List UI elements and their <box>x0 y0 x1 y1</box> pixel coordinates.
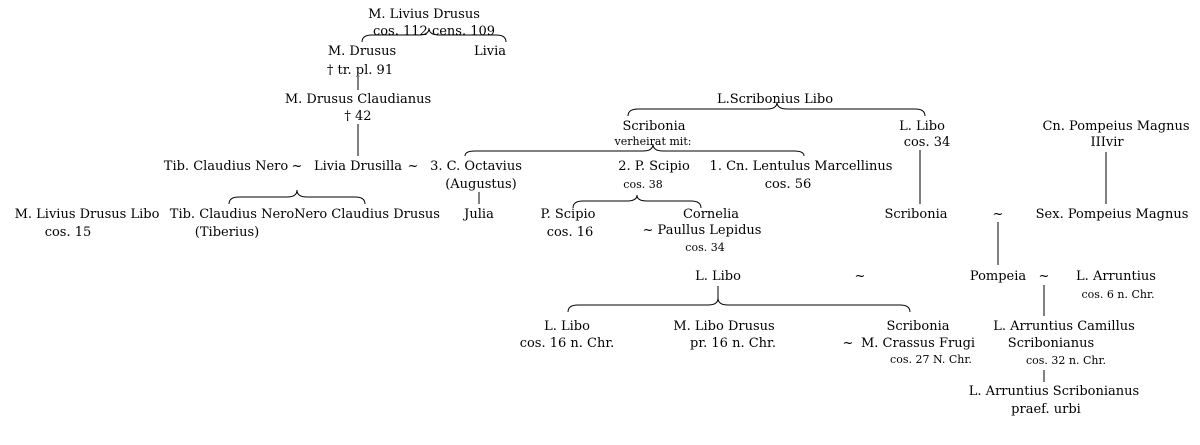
brace-scipio-children <box>572 194 702 209</box>
person-p-scipio-note: cos. 16 <box>547 225 594 240</box>
marriage-mark-libo-pompeia: ~ <box>855 269 866 284</box>
brace-livius-children <box>361 27 507 43</box>
person-julia-name: Julia <box>462 207 494 222</box>
person-scribonia-3-name: Scribonia <box>887 319 950 334</box>
person-scipio-husband-name: 2. P. Scipio <box>618 159 690 174</box>
person-arruntius-note: cos. 6 n. Chr. <box>1081 288 1154 301</box>
person-tiberius-name: Tib. Claudius Nero <box>170 207 295 222</box>
person-lentulus-note: cos. 56 <box>765 177 812 192</box>
connector-lines <box>228 27 1107 382</box>
person-camillus-note: cos. 32 n. Chr. <box>1026 354 1106 367</box>
person-scribonianus-name: L. Arruntius Scribonianus <box>969 384 1139 399</box>
person-m-drusus-note: † tr. pl. 91 <box>327 63 393 78</box>
brace-drusilla-children <box>228 189 366 205</box>
person-pompeia-name: Pompeia <box>970 269 1027 284</box>
person-l-libo-cos34-note: cos. 34 <box>904 135 951 150</box>
marriage-mark-scribonia-crassus: ~ <box>843 336 854 351</box>
person-pompeius-magnus-name: Cn. Pompeius Magnus <box>1042 119 1189 134</box>
person-drusus-libo-name: M. Livius Drusus Libo <box>15 207 160 222</box>
marriage-mark-drusilla-octavius: ~ <box>408 159 419 174</box>
person-cornelia-note: cos. 34 <box>685 241 724 254</box>
person-scribonia-2-name: Scribonia <box>885 207 948 222</box>
marriage-mark-nero-drusilla: ~ <box>292 159 303 174</box>
person-octavius-name: 3. C. Octavius <box>430 159 522 174</box>
brace-scribonia-husbands <box>464 143 805 157</box>
person-camillus-name-2: Scribonianus <box>1008 336 1094 351</box>
person-libo-drusus-name: M. Libo Drusus <box>673 319 774 334</box>
person-tib-nero-father-name: Tib. Claudius Nero <box>164 159 289 174</box>
person-livius-drusus-name: M. Livius Drusus <box>368 7 480 22</box>
marriage-mark-scribonia-sextus: ~ <box>993 207 1004 222</box>
person-cornelia-name: Cornelia <box>683 207 739 222</box>
person-scribonianus-note: praef. urbi <box>1011 402 1081 417</box>
person-pompeius-magnus-note: IIIvir <box>1090 135 1124 150</box>
person-livia-drusilla-name: Livia Drusilla <box>314 159 402 174</box>
person-arruntius-name: L. Arruntius <box>1076 269 1156 284</box>
person-drusus-libo-note: cos. 15 <box>45 225 92 240</box>
person-scribonius-libo-name: L.Scribonius Libo <box>717 92 833 107</box>
person-livius-drusus-note: cos. 112 cens. 109 <box>373 24 495 39</box>
person-l-libo-mid-name: L. Libo <box>695 269 741 284</box>
person-scribonia-note: verheirat mit: <box>614 135 692 148</box>
person-tiberius-note: (Tiberius) <box>195 225 259 240</box>
person-camillus-name: L. Arruntius Camillus <box>993 319 1135 334</box>
person-scipio-husband-note: cos. 38 <box>623 178 662 191</box>
person-cornelia-spouse: ~ Paullus Lepidus <box>643 223 762 238</box>
person-p-scipio-name: P. Scipio <box>540 207 595 222</box>
marriage-mark-pompeia-arruntius: ~ <box>1039 269 1050 284</box>
person-scribonia-name: Scribonia <box>623 119 686 134</box>
brace-libo-mid-children <box>567 297 911 313</box>
person-l-libo-cos34-name: L. Libo <box>899 119 945 134</box>
brace-libo-children <box>627 101 926 117</box>
person-libo-cos16-note: cos. 16 n. Chr. <box>520 336 615 351</box>
person-scribonia-3-note: cos. 27 N. Chr. <box>890 353 972 366</box>
person-octavius-note: (Augustus) <box>445 177 517 192</box>
person-livia-name: Livia <box>474 44 506 59</box>
person-drusus-claudianus-name: M. Drusus Claudianus <box>285 92 431 107</box>
person-nero-drusus-name: Nero Claudius Drusus <box>294 207 440 222</box>
person-lentulus-name: 1. Cn. Lentulus Marcellinus <box>710 159 893 174</box>
person-sex-pompeius-name: Sex. Pompeius Magnus <box>1036 207 1189 222</box>
person-m-drusus-name: M. Drusus <box>328 44 396 59</box>
person-scribonia-3-spouse: M. Crassus Frugi <box>861 336 975 351</box>
person-drusus-claudianus-note: † 42 <box>344 109 371 124</box>
person-libo-cos16-name: L. Libo <box>544 319 590 334</box>
person-libo-drusus-note: pr. 16 n. Chr. <box>690 336 776 351</box>
